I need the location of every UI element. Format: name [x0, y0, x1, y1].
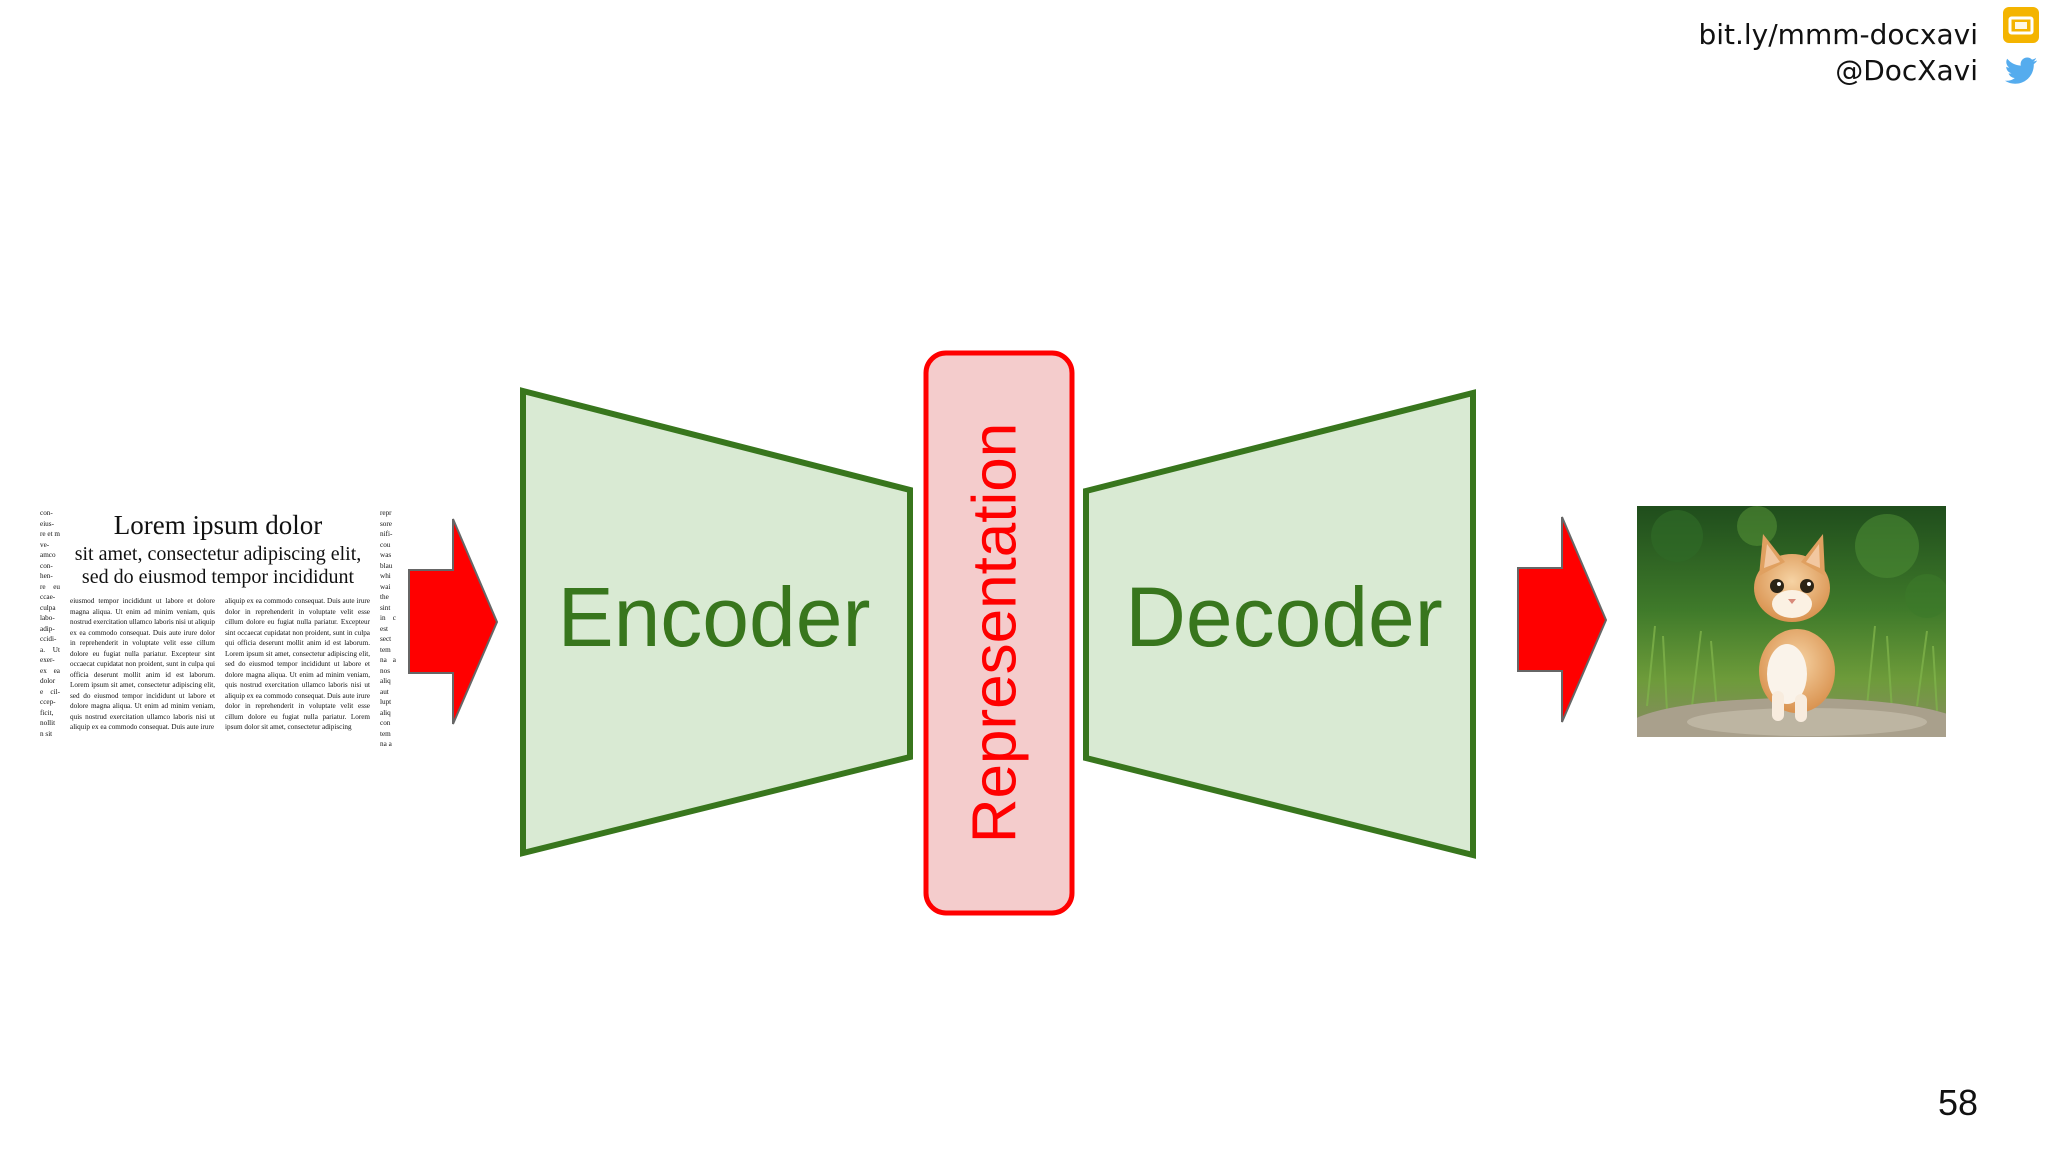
decoder-label: Decoder	[1125, 570, 1443, 664]
newspaper-edge-column-right: repr sore nifi- cou was blau whi wai the…	[380, 509, 396, 748]
newspaper-edge-column-left: con- eius- re et m ve- amco con- hen- re…	[40, 509, 60, 738]
newspaper-body-column-1: eiusmod tempor incididunt ut labore et d…	[70, 597, 215, 731]
output-kitten-image	[1637, 506, 1946, 737]
newspaper-headline: Lorem ipsum dolor	[113, 510, 323, 540]
encoder-label: Encoder	[558, 570, 871, 664]
twitter-bird-icon	[2005, 57, 2037, 84]
header-link[interactable]: bit.ly/mmm-docxavi	[1698, 18, 1978, 51]
newspaper-body-column-2: aliquip ex ea commodo consequat. Duis au…	[225, 597, 370, 731]
output-arrow	[1517, 516, 1608, 723]
input-arrow	[408, 518, 499, 725]
representation-label: Representation	[960, 423, 1029, 844]
newspaper-subheadline-line1: sit amet, consectetur adipiscing elit,	[74, 543, 362, 565]
input-document-newspaper: con- eius- re et m ve- amco con- hen- re…	[40, 508, 396, 752]
decoder-block	[1083, 389, 1476, 859]
slide-page-number: 58	[1937, 1082, 1978, 1123]
header-twitter-handle[interactable]: @DocXavi	[1835, 54, 1978, 87]
slide-header: bit.ly/mmm-docxavi @DocXavi	[0, 0, 2048, 120]
google-slides-icon	[2003, 7, 2039, 43]
newspaper-subheadline-line2: sed do eiusmod tempor incididunt	[81, 566, 355, 588]
representation-block	[923, 350, 1075, 916]
encoder-block	[520, 387, 913, 857]
